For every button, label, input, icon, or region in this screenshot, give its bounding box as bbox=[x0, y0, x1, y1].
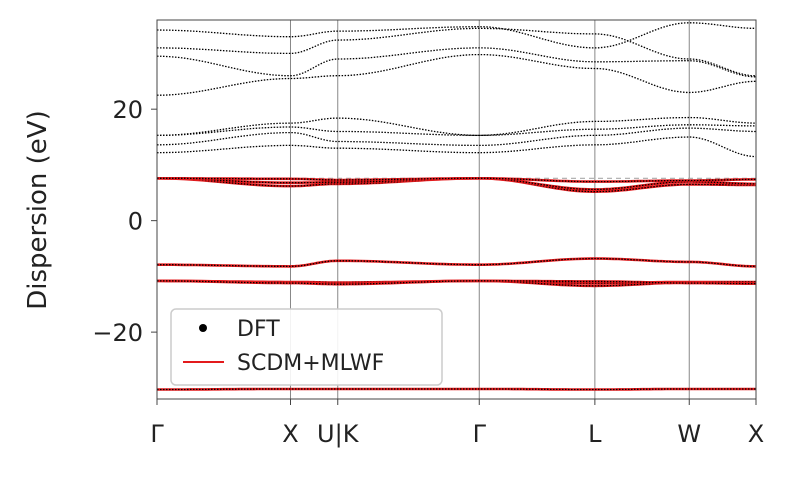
dft-band-12 bbox=[157, 53, 757, 96]
y-tick-label: 20 bbox=[112, 96, 143, 124]
x-tick-label: Γ bbox=[473, 420, 487, 448]
dft-band-0 bbox=[157, 388, 756, 391]
dft-band-5 bbox=[157, 177, 756, 193]
dft-band-11 bbox=[156, 116, 756, 137]
legend-box bbox=[170, 308, 443, 386]
y-axis-label: Dispersion (eV) bbox=[23, 110, 53, 309]
wannier-band-4 bbox=[157, 257, 757, 268]
wannier-band-0 bbox=[157, 387, 756, 391]
legend-scdm-label: SCDM+MLWF bbox=[237, 351, 384, 376]
y-tick-label: 0 bbox=[128, 208, 143, 236]
dft-band-7 bbox=[157, 177, 756, 183]
x-tick-label: X bbox=[282, 420, 298, 448]
dft-band-14 bbox=[157, 27, 756, 77]
band-series bbox=[156, 22, 757, 391]
dft-band-13 bbox=[156, 47, 756, 78]
x-tick-label: U|K bbox=[317, 420, 360, 448]
x-tick-label: X bbox=[748, 420, 764, 448]
legend: DFT SCDM+MLWF bbox=[170, 308, 443, 386]
legend-dft-marker bbox=[199, 324, 207, 332]
x-tick-label: L bbox=[588, 420, 602, 448]
y-axis-ticks: 20 0 −20 bbox=[92, 96, 157, 347]
dft-band-15 bbox=[156, 22, 757, 49]
dft-band-8 bbox=[156, 136, 757, 158]
x-axis-ticks: Γ X U|K Γ L W X bbox=[150, 399, 764, 448]
plot-frame bbox=[156, 19, 757, 400]
x-tick-label: Γ bbox=[150, 420, 164, 448]
y-tick-label: −20 bbox=[92, 319, 143, 347]
legend-dft-label: DFT bbox=[237, 317, 280, 342]
x-tick-label: W bbox=[677, 420, 701, 448]
dft-band-9 bbox=[157, 127, 756, 147]
dft-band-3 bbox=[156, 280, 756, 285]
